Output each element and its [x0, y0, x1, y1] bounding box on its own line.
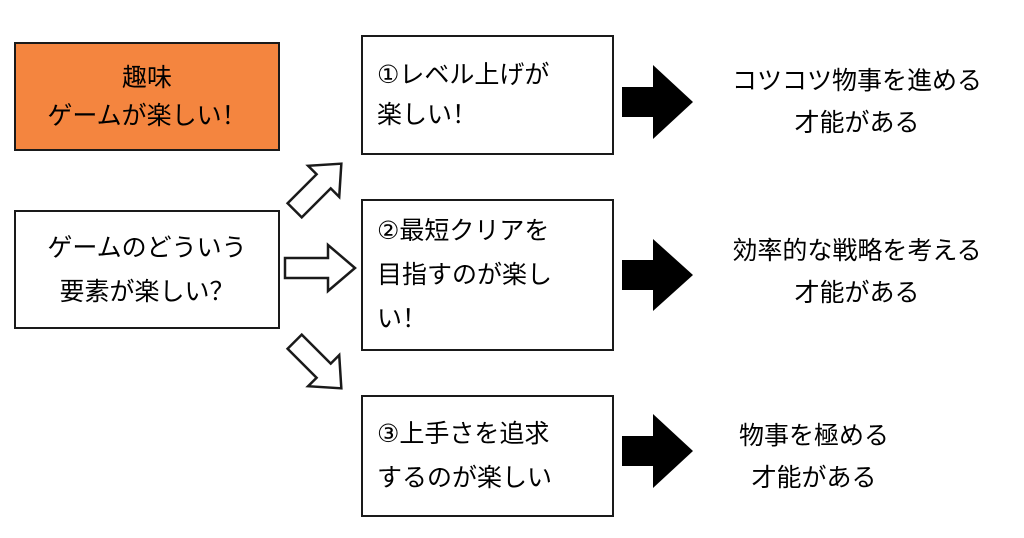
talent-text-3: 物事を極める 才能がある: [694, 415, 934, 499]
question-line-1: ゲームのどういう: [47, 232, 247, 262]
talent-1-line-2: 才能がある: [794, 108, 920, 137]
talent-3-line-2: 才能がある: [751, 463, 877, 492]
solid-arrow-right-icon-3: [622, 414, 693, 488]
talent-2-line-1: 効率的な戦略を考える: [732, 236, 982, 265]
hobby-title: 趣味: [121, 62, 172, 92]
reason-3-line-1: ③上手さを追求: [377, 419, 550, 448]
reason-2-line-2: 目指すのが楽し: [377, 260, 553, 289]
solid-arrow-right-icon-1: [622, 65, 693, 139]
reason-box-2: ②最短クリアを 目指すのが楽し い！: [361, 199, 614, 351]
question-box: ゲームのどういう 要素が楽しい？: [14, 210, 280, 329]
hollow-arrow-down-right-icon: [285, 332, 343, 390]
reason-3-line-2: するのが楽しい: [377, 463, 553, 492]
talent-text-2: 効率的な戦略を考える 才能がある: [694, 230, 1020, 314]
hollow-arrow-right-icon: [283, 242, 357, 294]
talent-1-line-1: コツコツ物事を進める: [731, 66, 982, 95]
talent-3-line-1: 物事を極める: [738, 421, 889, 450]
question-line-2: 要素が楽しい？: [59, 276, 235, 306]
hobby-subtitle: ゲームが楽しい！: [47, 100, 247, 130]
reason-box-1: ①レベル上げが 楽しい！: [361, 35, 614, 155]
hollow-arrow-up-right-icon: [285, 162, 343, 220]
solid-arrow-right-icon-2: [622, 239, 693, 311]
talent-text-1: コツコツ物事を進める 才能がある: [694, 60, 1020, 144]
reason-1-line-2: 楽しい！: [377, 100, 478, 129]
hobby-box: 趣味 ゲームが楽しい！: [14, 42, 280, 151]
reason-2-line-1: ②最短クリアを: [377, 216, 550, 245]
talent-2-line-2: 才能がある: [794, 278, 920, 307]
reason-box-3: ③上手さを追求 するのが楽しい: [361, 395, 614, 517]
reason-1-line-1: ①レベル上げが: [377, 60, 550, 89]
reason-2-line-3: い！: [377, 304, 428, 333]
